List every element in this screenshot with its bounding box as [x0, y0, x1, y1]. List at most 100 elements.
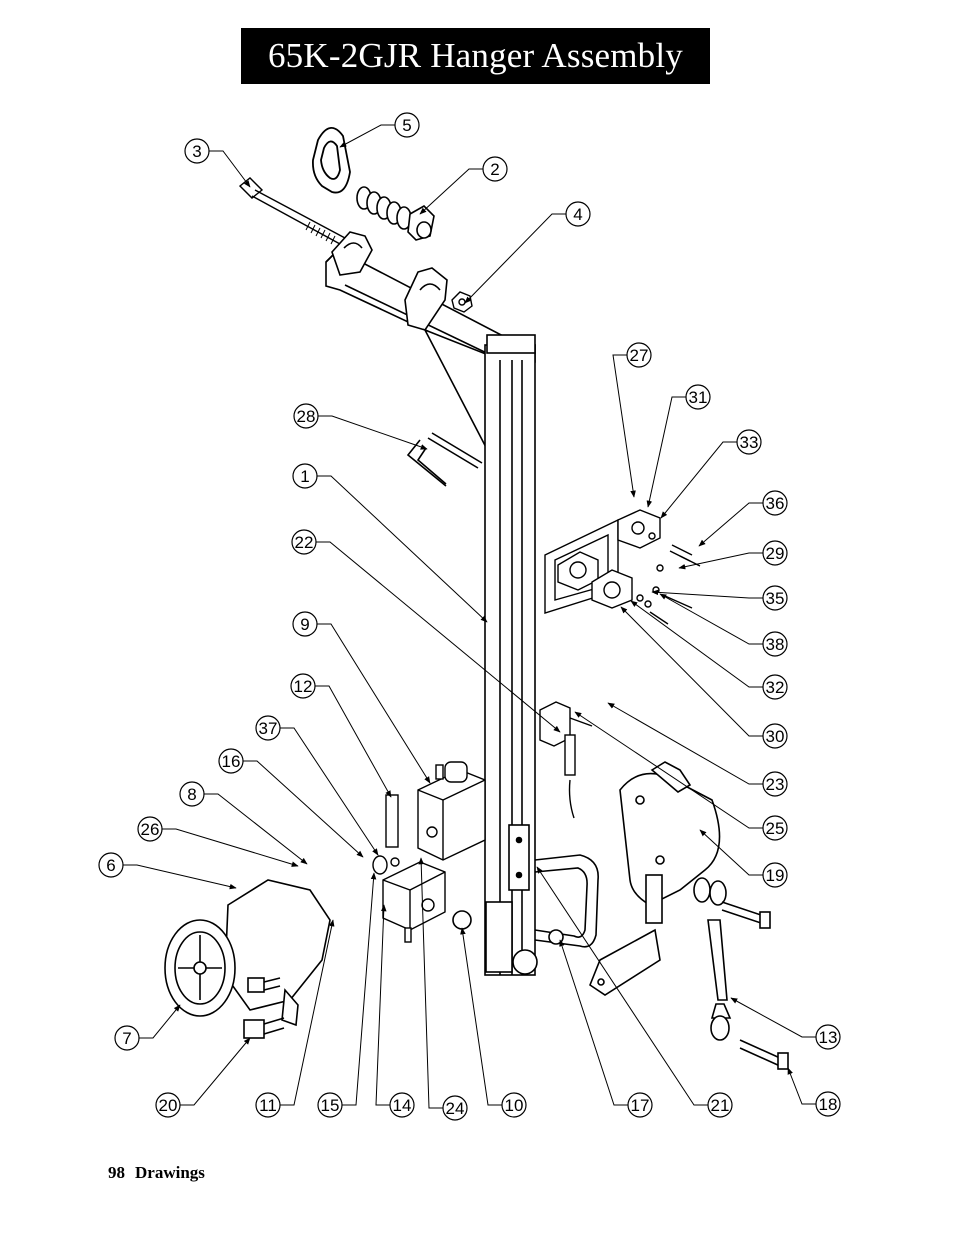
callout-label-17: 17 [631, 1096, 650, 1115]
callout-label-6: 6 [106, 856, 115, 875]
leader-line-15 [342, 872, 377, 1106]
leader-line-29 [678, 552, 763, 570]
callout-bubble-28 [293, 403, 319, 429]
callout-bubble-12 [290, 673, 316, 699]
leader-line-32 [630, 600, 763, 688]
callout-label-25: 25 [766, 819, 785, 838]
reel-19-illustration [589, 761, 721, 996]
callout-bubble-35 [762, 585, 788, 611]
callout-label-1: 1 [300, 467, 309, 486]
page-number: 98 [108, 1163, 125, 1182]
leader-line-7 [139, 1004, 181, 1039]
callout-bubble-7 [114, 1025, 140, 1051]
callout-bubble-22 [291, 529, 317, 555]
leader-line-38 [659, 593, 763, 645]
callout-label-15: 15 [321, 1096, 340, 1115]
callout-label-20: 20 [159, 1096, 178, 1115]
pin-28-illustration [406, 432, 483, 487]
callout-bubble-19 [762, 862, 788, 888]
leader-line-4 [464, 213, 566, 304]
leader-line-10 [460, 927, 502, 1106]
callout-bubble-25 [762, 815, 788, 841]
leader-line-13 [730, 997, 816, 1038]
callout-bubble-13 [815, 1024, 841, 1050]
callout-bubble-5 [394, 112, 420, 138]
callout-leaders [123, 124, 816, 1109]
callout-bubble-26 [137, 816, 163, 842]
callout-bubble-30 [762, 723, 788, 749]
callout-bubble-36 [762, 490, 788, 516]
leader-line-25 [574, 711, 763, 829]
leader-line-19 [699, 829, 763, 876]
leader-line-28 [318, 415, 428, 450]
callout-label-9: 9 [300, 615, 309, 634]
callout-bubble-3 [184, 138, 210, 164]
callout-label-10: 10 [505, 1096, 524, 1115]
callout-label-4: 4 [573, 205, 582, 224]
valve-block-illustration [417, 761, 486, 861]
gearbox-illustration [164, 879, 331, 1039]
callout-label-19: 19 [766, 866, 785, 885]
callout-label-36: 36 [766, 494, 785, 513]
callout-bubble-29 [762, 540, 788, 566]
callout-label-26: 26 [141, 820, 160, 839]
leader-line-27 [612, 354, 636, 498]
leader-line-33 [660, 441, 737, 519]
leader-line-31 [646, 396, 686, 508]
callout-label-33: 33 [740, 433, 759, 452]
leader-line-6 [123, 864, 237, 890]
leader-line-14 [375, 904, 390, 1106]
footer-section: Drawings [135, 1163, 205, 1182]
page-footer: 98 Drawings [108, 1163, 205, 1183]
callout-label-22: 22 [295, 533, 314, 552]
leader-line-37 [280, 727, 379, 856]
leader-line-30 [620, 606, 763, 737]
callout-bubble-14 [389, 1092, 415, 1118]
leader-line-21 [536, 866, 708, 1106]
callout-label-32: 32 [766, 678, 785, 697]
callout-label-24: 24 [446, 1099, 465, 1118]
leader-line-17 [559, 939, 628, 1106]
callout-label-5: 5 [402, 116, 411, 135]
callout-label-7: 7 [122, 1029, 131, 1048]
callout-label-29: 29 [766, 544, 785, 563]
callout-bubble-6 [98, 852, 124, 878]
callout-label-14: 14 [393, 1096, 412, 1115]
leader-line-16 [243, 760, 364, 858]
callout-bubble-21 [707, 1092, 733, 1118]
callout-bubble-18 [815, 1091, 841, 1117]
callout-label-23: 23 [766, 775, 785, 794]
mounting-plate-illustration [544, 509, 701, 625]
callout-label-12: 12 [294, 677, 313, 696]
leader-line-5 [339, 124, 395, 148]
callout-label-8: 8 [187, 785, 196, 804]
mast-frame [325, 231, 538, 976]
callout-label-11: 11 [259, 1096, 277, 1115]
leader-line-20 [180, 1037, 251, 1106]
callout-bubble-9 [292, 611, 318, 637]
page-title: 65K-2GJR Hanger Assembly [241, 28, 710, 84]
leader-line-11 [280, 919, 335, 1106]
callout-label-35: 35 [766, 589, 785, 608]
callout-label-18: 18 [819, 1095, 838, 1114]
sensor-22-illustration [539, 701, 593, 819]
callout-label-21: 21 [711, 1096, 730, 1115]
callout-bubble-4 [565, 201, 591, 227]
callout-bubble-31 [685, 384, 711, 410]
callout-bubble-2 [482, 156, 508, 182]
callout-label-13: 13 [819, 1028, 838, 1047]
callout-bubble-10 [501, 1092, 527, 1118]
callout-bubble-8 [179, 781, 205, 807]
callout-bubble-38 [762, 631, 788, 657]
callout-bubble-17 [627, 1092, 653, 1118]
callout-label-31: 31 [689, 388, 708, 407]
callout-label-2: 2 [490, 160, 499, 179]
leader-line-9 [317, 623, 431, 784]
nut-4-illustration [451, 291, 473, 313]
leader-line-36 [698, 502, 763, 547]
leader-line-24 [418, 857, 443, 1109]
leader-line-3 [209, 150, 251, 188]
callout-bubble-37 [255, 715, 281, 741]
